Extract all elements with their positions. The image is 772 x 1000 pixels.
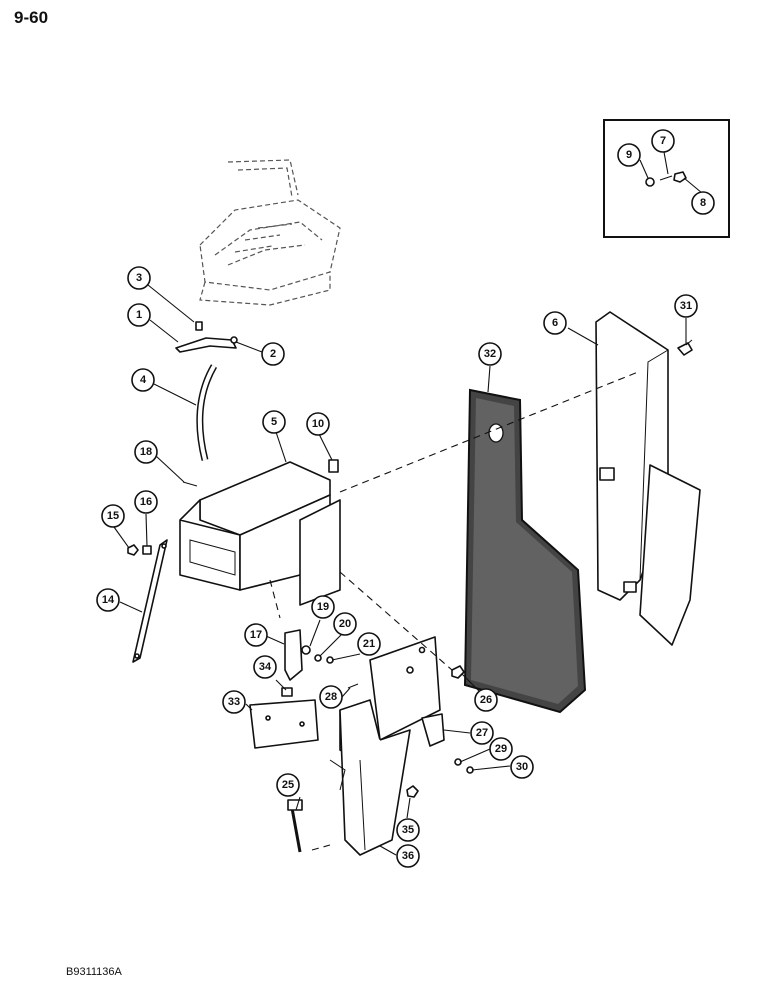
callout-label: 32 (484, 348, 496, 360)
leader-lines (113, 151, 703, 856)
callout-32: 32 (478, 342, 502, 366)
box-bracket (179, 461, 341, 606)
callout-17: 17 (244, 623, 268, 647)
callout-14: 14 (96, 588, 120, 612)
shift-lever (175, 321, 238, 353)
nut-15 (127, 544, 139, 556)
callout-28: 28 (319, 685, 343, 709)
callout-label: 25 (282, 779, 294, 791)
screw-31 (677, 339, 693, 356)
nut-26 (451, 665, 465, 679)
callout-label: 29 (495, 743, 507, 755)
callout-29: 29 (489, 737, 513, 761)
screw-18 (182, 481, 198, 487)
callout-35: 35 (396, 818, 420, 842)
callout-33: 33 (222, 690, 246, 714)
callout-16: 16 (134, 490, 158, 514)
felt-pad (463, 388, 587, 714)
callout-8: 8 (691, 191, 715, 215)
washer-20 (314, 654, 322, 662)
callout-label: 27 (476, 727, 488, 739)
side-panel (595, 311, 701, 646)
callout-label: 16 (140, 496, 152, 508)
detail-inset-box (603, 119, 730, 238)
screw-34 (281, 687, 293, 697)
callout-label: 10 (312, 418, 324, 430)
callout-20: 20 (333, 612, 357, 636)
callout-label: 35 (402, 824, 414, 836)
clip-10 (328, 459, 339, 473)
callout-26: 26 (474, 688, 498, 712)
callout-label: 8 (700, 197, 706, 209)
callout-label: 28 (325, 691, 337, 703)
callout-3: 3 (127, 266, 151, 290)
callout-6: 6 (543, 311, 567, 335)
callout-18: 18 (134, 440, 158, 464)
callout-5: 5 (262, 410, 286, 434)
bracket-27 (421, 713, 445, 747)
callout-label: 2 (270, 348, 276, 360)
callout-label: 36 (402, 850, 414, 862)
callout-label: 19 (317, 601, 329, 613)
callout-label: 7 (660, 135, 666, 147)
callout-label: 15 (107, 510, 119, 522)
callout-label: 17 (250, 629, 262, 641)
callout-9: 9 (617, 143, 641, 167)
bracket-17 (284, 629, 303, 681)
callout-27: 27 (470, 721, 494, 745)
callout-36: 36 (396, 844, 420, 868)
callout-label: 30 (516, 761, 528, 773)
alignment-lines (269, 371, 639, 851)
callout-1: 1 (127, 303, 151, 327)
callout-label: 33 (228, 696, 240, 708)
callout-label: 3 (136, 272, 142, 284)
callout-21: 21 (357, 632, 381, 656)
washer-19 (301, 645, 311, 655)
inset-hardware (645, 171, 687, 187)
bolt-25 (290, 807, 302, 853)
callout-label: 6 (552, 317, 558, 329)
callout-label: 21 (363, 638, 375, 650)
callout-4: 4 (131, 368, 155, 392)
callout-19: 19 (311, 595, 335, 619)
page-number: 9-60 (14, 8, 49, 27)
callout-10: 10 (306, 412, 330, 436)
callout-label: 9 (626, 149, 632, 161)
callout-label: 26 (480, 694, 492, 706)
callout-34: 34 (253, 655, 277, 679)
callout-label: 5 (271, 416, 277, 428)
screw-28 (347, 683, 359, 689)
callout-label: 20 (339, 618, 351, 630)
callout-30: 30 (510, 755, 534, 779)
callout-label: 34 (259, 661, 272, 673)
plate-33 (249, 699, 319, 749)
callout-label: 18 (140, 446, 152, 458)
callout-7: 7 (651, 129, 675, 153)
washer-16 (142, 545, 152, 555)
support-rod (132, 539, 168, 663)
figure-code: B9311136A (66, 966, 122, 978)
callout-label: 31 (680, 300, 692, 312)
callout-label: 14 (102, 594, 115, 606)
callout-15: 15 (101, 504, 125, 528)
callout-label: 4 (140, 374, 147, 386)
callout-label: 1 (136, 309, 142, 321)
callout-25: 25 (276, 773, 300, 797)
pedestal-bracket (329, 636, 441, 856)
callout-31: 31 (674, 294, 698, 318)
console-ghost (199, 159, 341, 306)
nut-35 (406, 785, 419, 798)
callout-2: 2 (261, 342, 285, 366)
